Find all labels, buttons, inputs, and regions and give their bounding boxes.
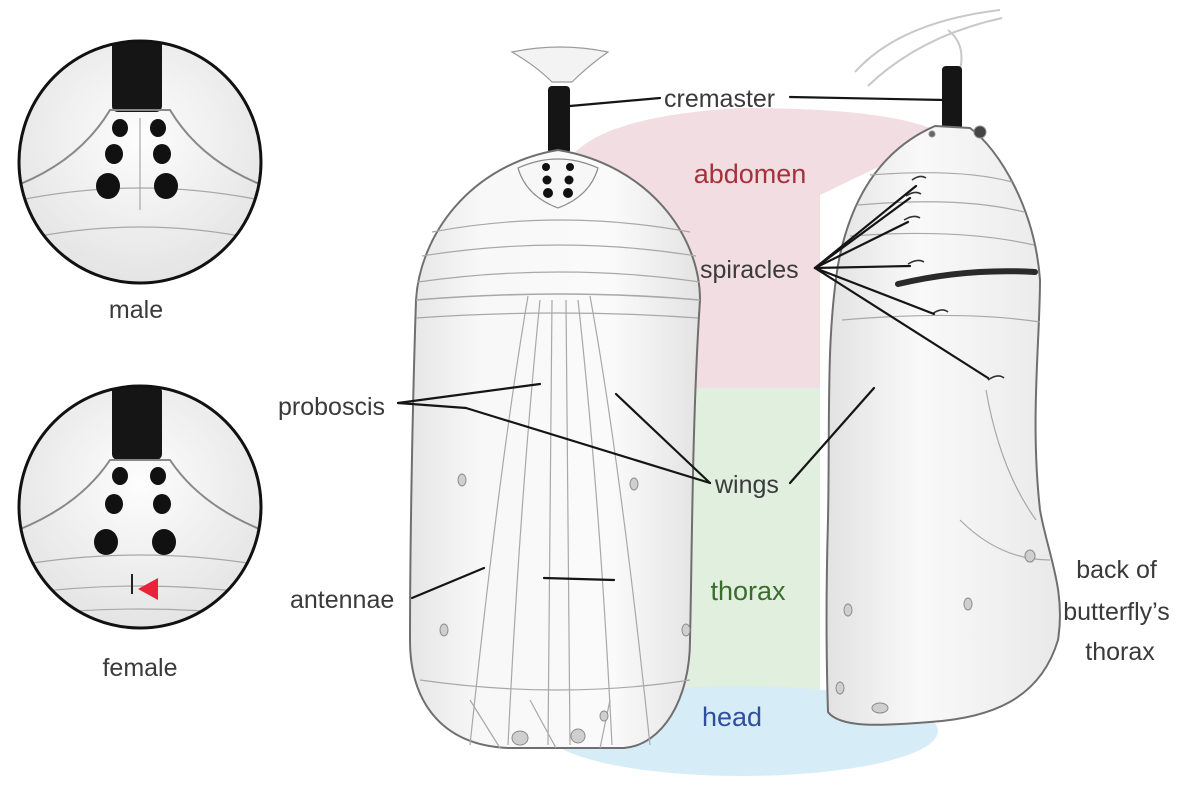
male-stalk xyxy=(112,41,162,112)
wings-line-1 xyxy=(464,406,712,485)
antennae-line-1 xyxy=(410,566,486,600)
abdomen-label: abdomen xyxy=(694,159,807,189)
side-spiracle-marks xyxy=(903,175,1005,381)
spiracles-line-3 xyxy=(813,220,910,270)
male-inset xyxy=(17,39,263,285)
silk-pad xyxy=(510,46,610,83)
pupa-front-view xyxy=(408,46,702,749)
pupa-side-outline xyxy=(825,124,1061,726)
female-label: female xyxy=(102,654,177,682)
female-inset xyxy=(17,384,263,630)
thorax-label: thorax xyxy=(710,576,786,606)
wings-line-3 xyxy=(788,386,876,485)
silk-threads xyxy=(854,9,1003,87)
abdominal-bands xyxy=(415,219,701,319)
female-stalk xyxy=(112,386,162,460)
cremaster-stalk xyxy=(548,86,570,154)
proboscis-line-1 xyxy=(396,382,542,405)
back-of-thorax-line-1: back of xyxy=(1076,556,1157,584)
side-segments xyxy=(841,172,1051,561)
pupa-side-view xyxy=(825,9,1061,726)
proboscis-label: proboscis xyxy=(278,393,385,421)
cremaster-label: cremaster xyxy=(664,85,775,113)
wing-and-appendage-lines xyxy=(419,295,691,749)
back-of-thorax-label: back of butterfly’s thorax xyxy=(1063,556,1176,666)
antennae-line-2 xyxy=(542,576,616,582)
back-of-thorax-line-3: thorax xyxy=(1085,638,1155,666)
female-marker-triangle xyxy=(138,578,158,600)
male-label: male xyxy=(109,296,163,324)
spiracles-label: spiracles xyxy=(700,256,799,284)
female-spots xyxy=(94,467,176,555)
proboscis-line-2 xyxy=(396,401,468,410)
cremaster-line-right xyxy=(788,95,947,102)
head-shield xyxy=(517,158,599,209)
side-small-ovals xyxy=(835,125,1036,714)
wings-line-2 xyxy=(614,392,712,485)
back-of-thorax-line-2: butterfly’s xyxy=(1063,598,1170,626)
antennae-label: antennae xyxy=(290,586,394,614)
cremaster-stalk-side xyxy=(942,66,962,130)
male-spots xyxy=(96,119,178,199)
spiracles-line-2 xyxy=(813,196,912,270)
front-spots xyxy=(542,163,574,198)
wings-label: wings xyxy=(714,471,779,499)
leader-lines xyxy=(396,95,990,600)
spiracles-line-5 xyxy=(813,266,936,316)
spiracles-line-6 xyxy=(813,266,990,380)
gold-band-line xyxy=(895,268,1038,287)
head-label: head xyxy=(702,702,762,732)
spiracles-line-4 xyxy=(813,264,912,270)
cremaster-line-left xyxy=(568,96,662,108)
pupa-front-outline xyxy=(408,148,702,749)
front-small-ovals xyxy=(439,473,691,746)
